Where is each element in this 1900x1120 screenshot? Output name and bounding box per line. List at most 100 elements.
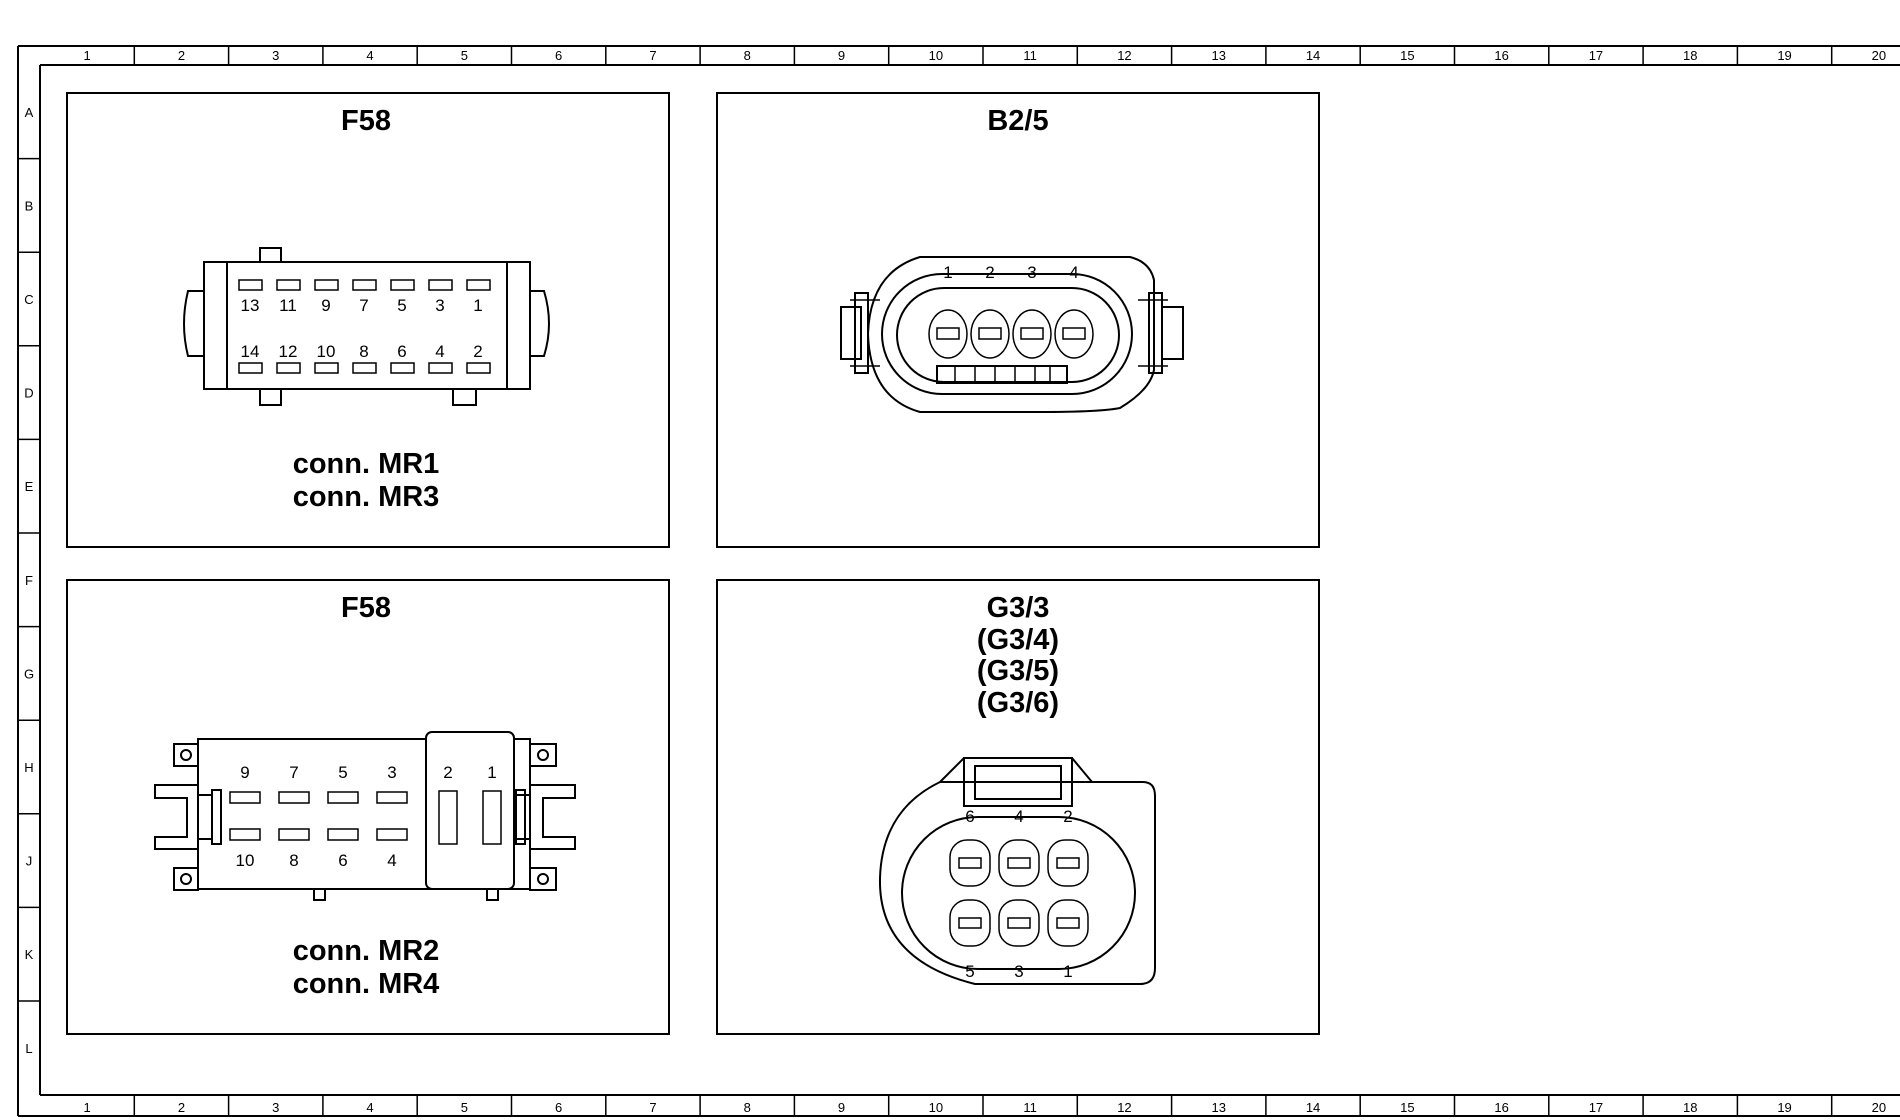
ruler-column-label: 19 xyxy=(1777,1100,1791,1115)
pin-cavity xyxy=(1012,309,1052,359)
ruler-column-label: 11 xyxy=(1023,1100,1037,1115)
ruler-column-label: 18 xyxy=(1683,48,1697,63)
ruler-column-label: 8 xyxy=(744,48,751,63)
pin-slot xyxy=(390,279,415,291)
pin-contact xyxy=(958,917,982,929)
pin-slot xyxy=(238,362,263,374)
ruler-row-label: J xyxy=(26,854,33,869)
ruler-row-label: F xyxy=(25,573,33,588)
pin-slot xyxy=(390,362,415,374)
ruler-column-label: 11 xyxy=(1023,48,1037,63)
pin-slot xyxy=(466,362,491,374)
drawing-frame xyxy=(17,45,1900,1117)
ruler-row-label: K xyxy=(25,947,34,962)
connector-caption-2: conn. MR4 xyxy=(293,968,440,1000)
ruler-column-label: 4 xyxy=(366,1100,373,1115)
ruler-column-label: 20 xyxy=(1872,48,1886,63)
ruler-row-label: G xyxy=(24,666,34,681)
ruler-column-label: 6 xyxy=(555,1100,562,1115)
pin-label: 2 xyxy=(985,263,994,282)
pin-label: 1 xyxy=(943,263,952,282)
ruler-column-label: 2 xyxy=(178,48,185,63)
ruler-row-label: D xyxy=(24,386,33,401)
ruler-column-label: 8 xyxy=(744,1100,751,1115)
ruler-column-label: 13 xyxy=(1212,1100,1226,1115)
ruler-column-label: 16 xyxy=(1494,1100,1508,1115)
pin-label: 1 xyxy=(473,296,482,315)
ruler-column-label: 4 xyxy=(366,48,373,63)
pin-cavity xyxy=(1047,899,1089,947)
pin-slot xyxy=(428,362,453,374)
pin-cavity xyxy=(1054,309,1094,359)
panel-title: F58 xyxy=(341,592,391,624)
panel-title: B2/5 xyxy=(987,105,1048,137)
pin-contact xyxy=(1056,857,1080,869)
pin-slot xyxy=(327,791,359,804)
ruler-row-label: B xyxy=(25,198,34,213)
pin-contact xyxy=(978,327,1002,340)
pin-label: 14 xyxy=(241,342,260,361)
pin-contact xyxy=(1056,917,1080,929)
ruler-column-label: 20 xyxy=(1872,1100,1886,1115)
pin-slot xyxy=(376,791,408,804)
pin-label: 3 xyxy=(387,763,396,782)
ruler-column-label: 14 xyxy=(1306,1100,1320,1115)
pin-label: 3 xyxy=(1014,962,1023,981)
pin-label: 6 xyxy=(397,342,406,361)
pin-slot xyxy=(238,279,263,291)
ruler-row-label: A xyxy=(25,105,34,120)
panel-title: F58 xyxy=(341,105,391,137)
connector-caption-1: conn. MR1 xyxy=(293,448,440,480)
connector-caption-2: conn. MR3 xyxy=(293,481,440,513)
pin-label: 11 xyxy=(279,296,297,315)
pin-slot xyxy=(314,279,339,291)
pin-label: 7 xyxy=(289,763,298,782)
pin-contact xyxy=(1007,857,1031,869)
pin-contact xyxy=(958,857,982,869)
pin-slot xyxy=(482,790,502,845)
pin-label: 10 xyxy=(236,851,255,870)
ruler-column-label: 2 xyxy=(178,1100,185,1115)
ruler-column-label: 9 xyxy=(838,48,845,63)
pin-label: 5 xyxy=(965,962,974,981)
pin-label: 2 xyxy=(443,763,452,782)
pin-slot xyxy=(428,279,453,291)
pin-label: 4 xyxy=(435,342,444,361)
pin-cavity xyxy=(998,899,1040,947)
pin-label: 7 xyxy=(359,296,368,315)
pin-label: 4 xyxy=(1069,263,1078,282)
pin-label: 5 xyxy=(338,763,347,782)
pin-slot xyxy=(376,828,408,841)
ruler-column-label: 12 xyxy=(1117,1100,1131,1115)
pin-slot xyxy=(327,828,359,841)
pin-label: 13 xyxy=(241,296,260,315)
pin-label: 8 xyxy=(289,851,298,870)
pin-slot xyxy=(352,362,377,374)
pin-label: 1 xyxy=(1063,962,1072,981)
ruler-column-label: 5 xyxy=(461,48,468,63)
pin-slot xyxy=(276,362,301,374)
ruler-column-label: 1 xyxy=(84,48,91,63)
pin-cavity xyxy=(949,899,991,947)
ruler-column-label: 17 xyxy=(1589,48,1603,63)
ruler-column-label: 13 xyxy=(1212,48,1226,63)
pin-cavity xyxy=(970,309,1010,359)
pin-label: 4 xyxy=(1014,807,1023,826)
ruler-column-label: 7 xyxy=(649,1100,656,1115)
pin-slot xyxy=(278,828,310,841)
pin-label: 6 xyxy=(965,807,974,826)
pin-slot xyxy=(229,791,261,804)
pin-contact xyxy=(936,327,960,340)
ruler-column-label: 19 xyxy=(1777,48,1791,63)
pin-label: 5 xyxy=(397,296,406,315)
